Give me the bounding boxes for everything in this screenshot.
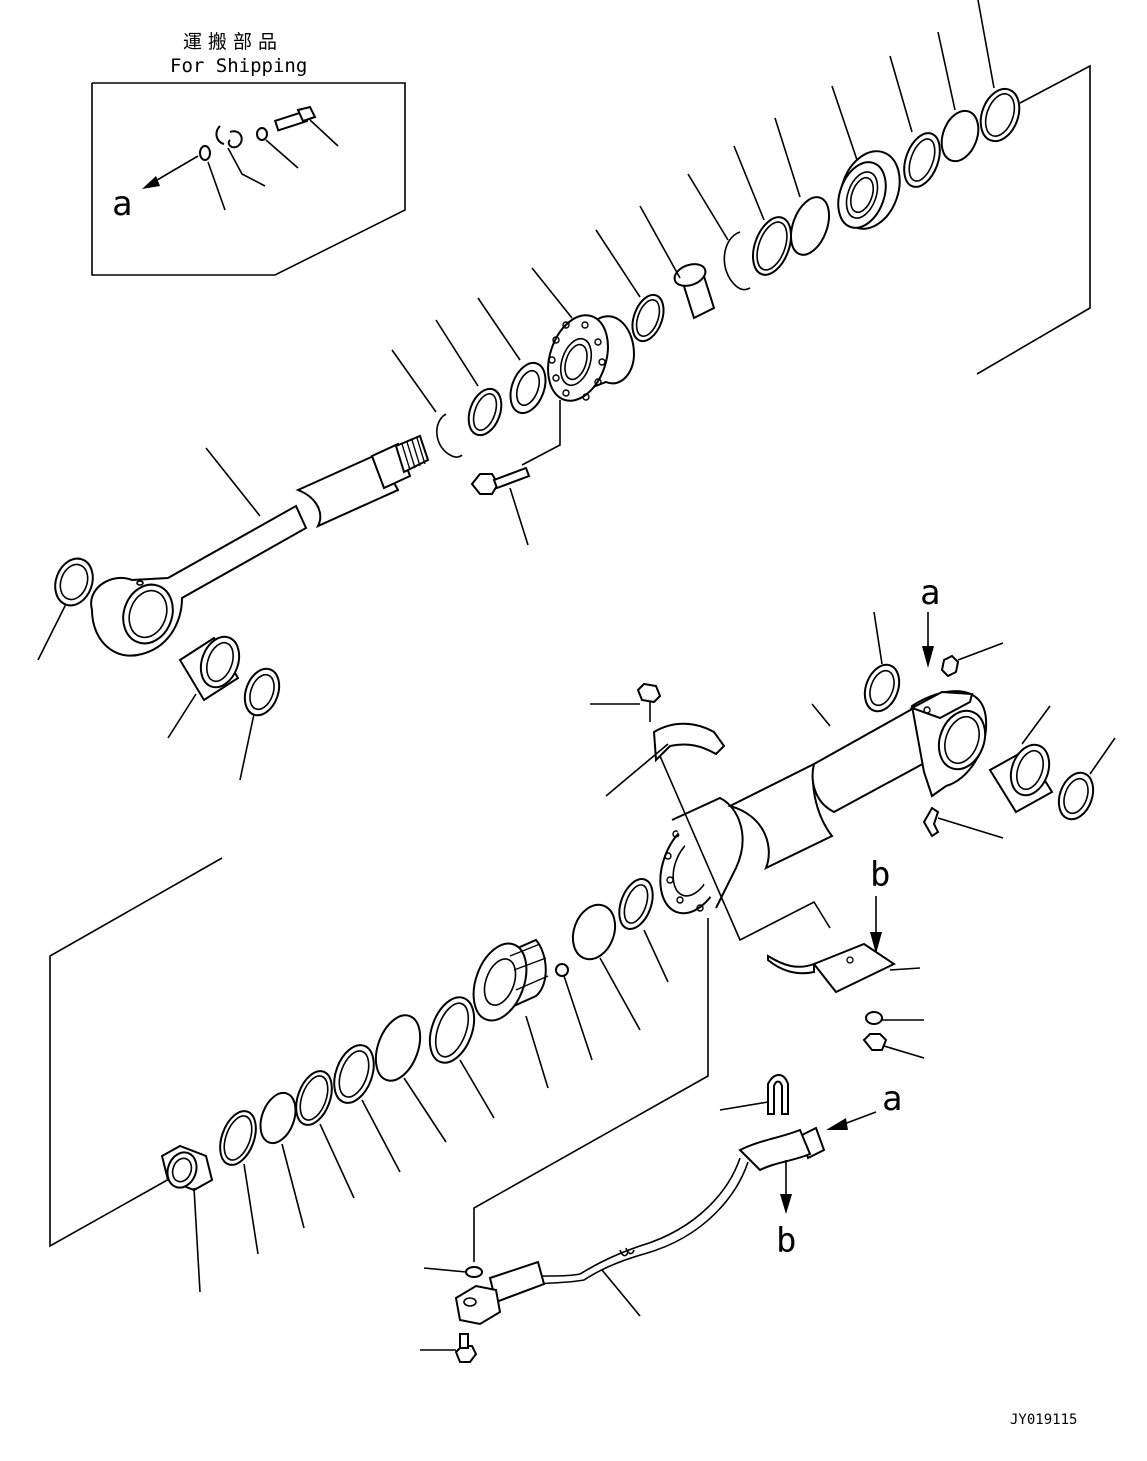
shipping-washer [256, 127, 268, 141]
shipping-title-jp: 運搬部品 [183, 31, 283, 53]
tube-inner-parts [160, 878, 669, 1293]
bracket-callout-b-label: b [870, 855, 890, 895]
pipe-clamp [590, 682, 831, 942]
shipping-clip [215, 125, 243, 149]
upper-leader-frame [976, 64, 1091, 375]
lower-leader-frame [49, 857, 709, 1262]
tube-grease-fittings [922, 642, 1004, 839]
tube-end-bushings [863, 611, 1116, 821]
piston [831, 85, 901, 230]
pipe-callout-b-label: b [776, 1221, 796, 1261]
pipe-callout-a-label: a [882, 1079, 902, 1119]
upper-seal-rings [595, 0, 1021, 343]
shipping-callout-a: a [112, 184, 132, 224]
shipping-title-en: For Shipping [170, 55, 307, 77]
shipping-bolt [273, 105, 339, 147]
mount-bracket: b [767, 855, 925, 1059]
head-seals [391, 297, 547, 458]
shipping-parts-box: 運搬部品 For Shipping a [91, 31, 406, 276]
tube-callout-a-label: a [920, 573, 940, 613]
tube-callout-a: a [920, 573, 940, 668]
head-bolt [470, 466, 531, 546]
hose-assembly: a b [420, 1074, 902, 1363]
cylinder-head [521, 267, 636, 466]
piston-rod [90, 434, 430, 657]
drawing-code: JY019115 [1010, 1412, 1077, 1428]
rod-end-parts [37, 557, 281, 781]
